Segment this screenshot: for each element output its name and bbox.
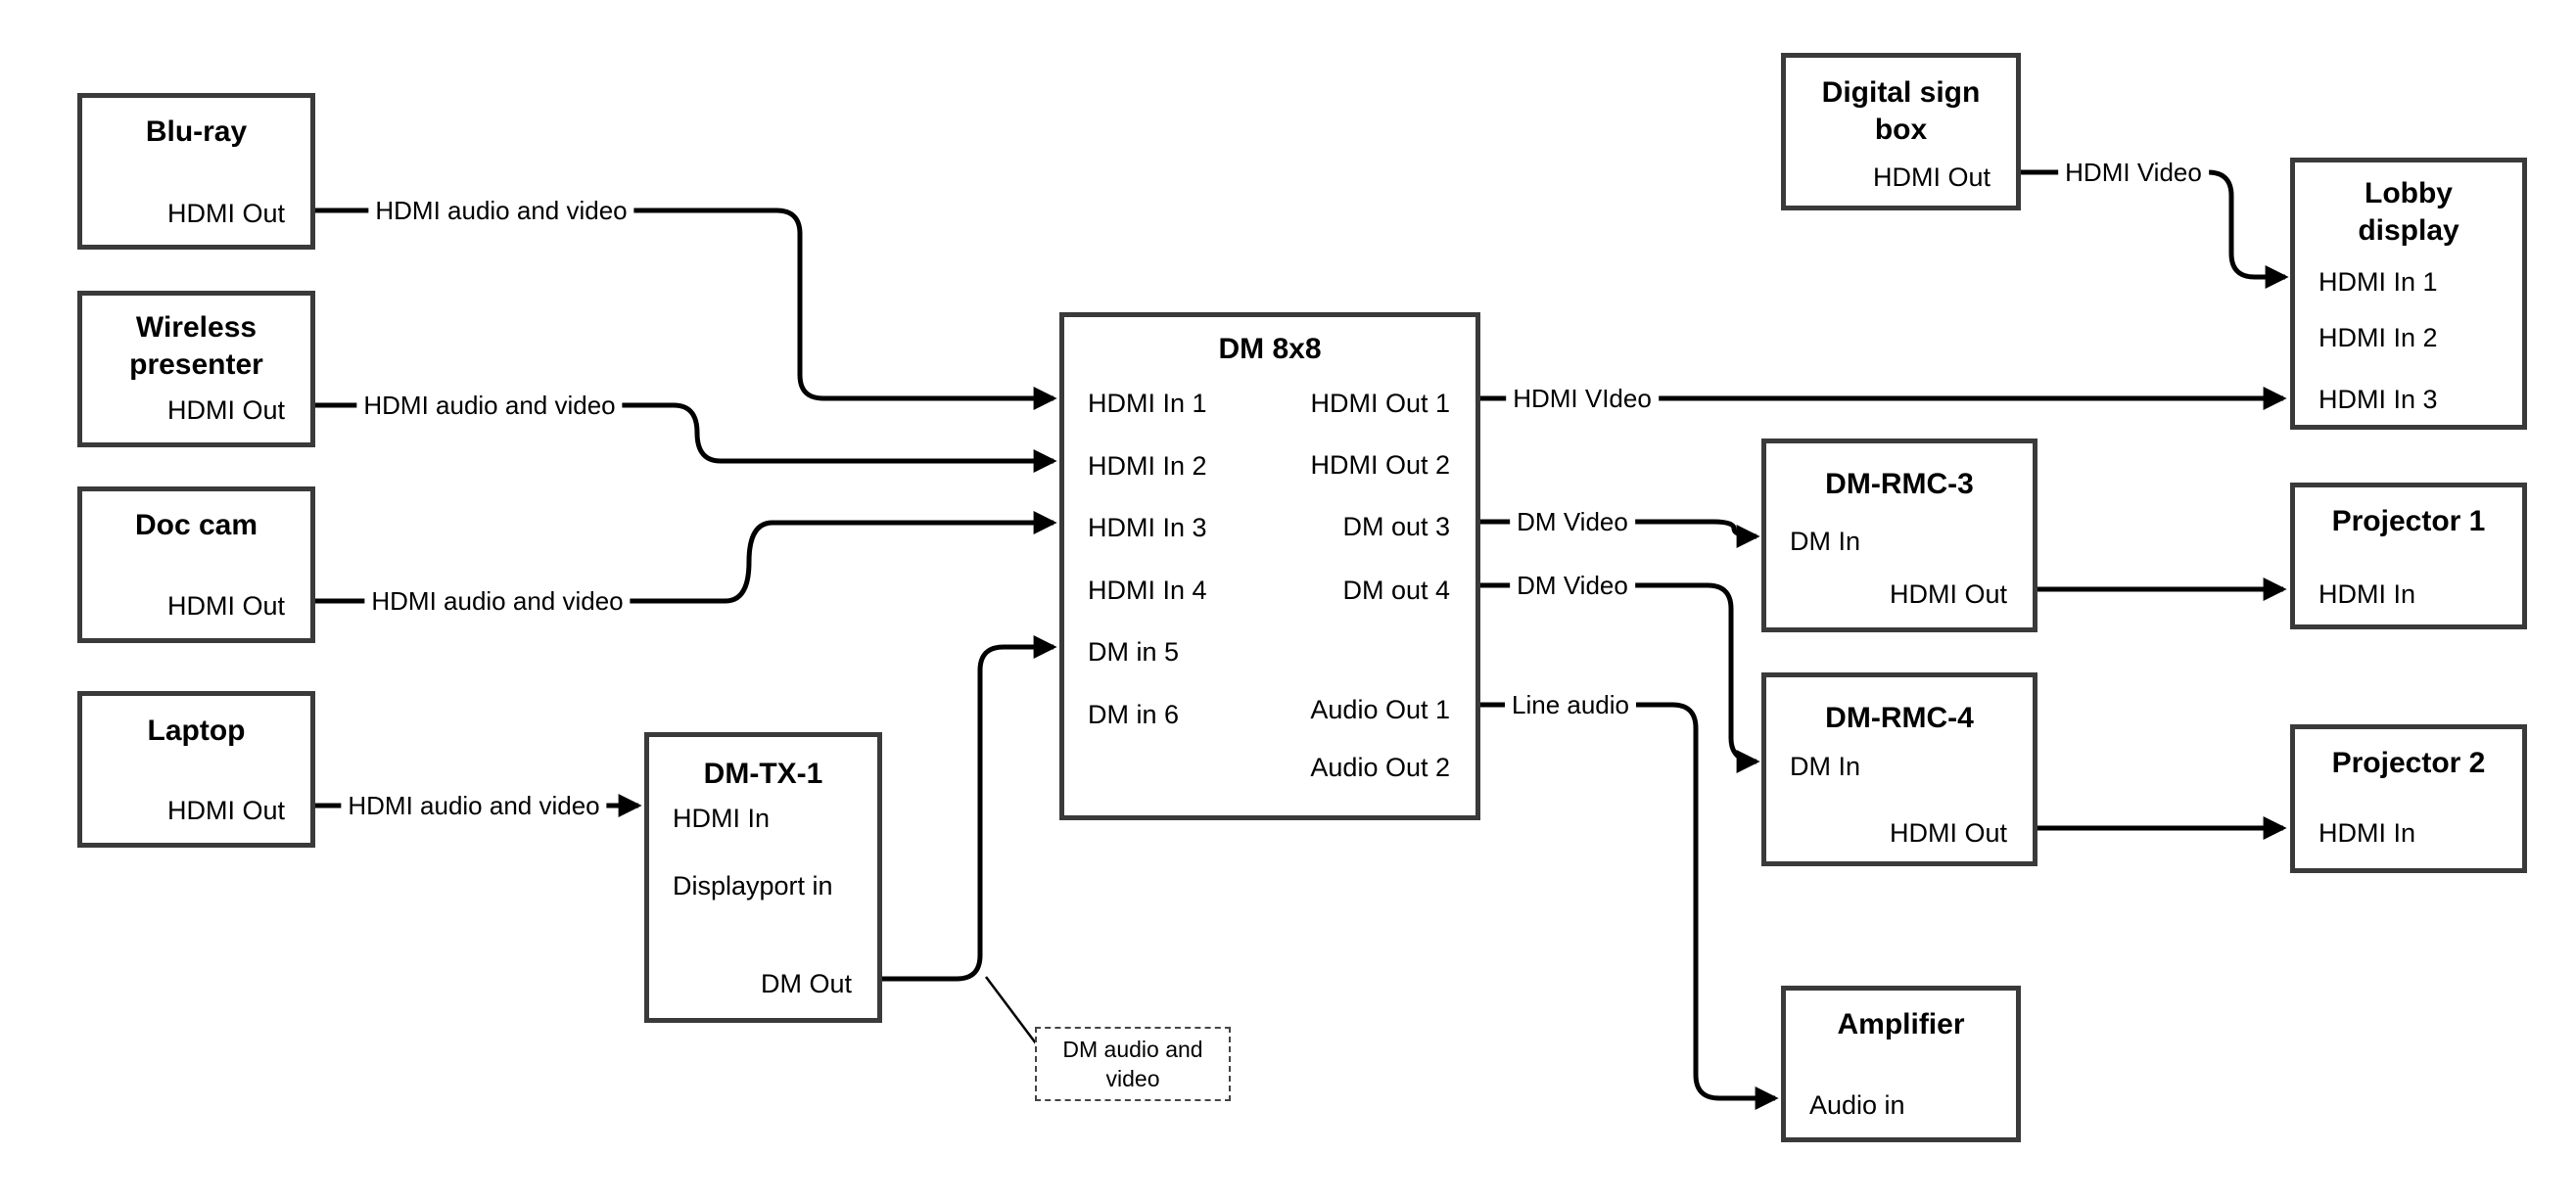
node-dm-rmc-4[interactable]: DM-RMC-4 DM In HDMI Out (1761, 672, 2037, 866)
port-projector1-hdmi-in: HDMI In (2318, 579, 2416, 609)
port-dm8x8-audio-out-2: Audio Out 2 (1310, 753, 1450, 782)
port-dm8x8-dm-in-6: DM in 6 (1088, 700, 1180, 729)
port-dm8x8-hdmi-in-3: HDMI In 3 (1088, 513, 1207, 542)
node-title: Digital sign box (1821, 76, 1981, 146)
port-projector2-hdmi-in: HDMI In (2318, 818, 2416, 848)
node-title: Doc cam (134, 509, 258, 541)
node-title: Laptop (147, 715, 246, 747)
node-title: Amplifier (1837, 1008, 1965, 1040)
node-digital-sign-box[interactable]: Digital sign box HDMI Out (1781, 53, 2021, 210)
wire-label-hdmi-video-lobby: HDMI VIdeo (1506, 383, 1659, 414)
port-dmtx1-hdmi-in: HDMI In (673, 804, 771, 833)
wire-label-bluray: HDMI audio and video (368, 195, 634, 226)
port-rmc3-hdmi-out: HDMI Out (1889, 579, 2007, 609)
wire-doccam-to-dm8x8-hdmi-in-3 (315, 510, 1057, 604)
port-lobby-hdmi-in-2: HDMI In 2 (2318, 323, 2438, 352)
wire-wireless-to-dm8x8-hdmi-in-2 (315, 402, 1057, 474)
node-title: Projector 2 (2331, 747, 2486, 779)
wire-label-doccam: HDMI audio and video (364, 585, 631, 617)
node-lobby-display[interactable]: Lobby display HDMI In 1 HDMI In 2 HDMI I… (2290, 158, 2527, 430)
wire-label-dm-video-3: DM Video (1510, 506, 1635, 537)
node-dm-tx-1[interactable]: DM-TX-1 HDMI In Displayport in DM Out (644, 732, 882, 1023)
node-title: Lobby display (2358, 177, 2459, 247)
wire-label-laptop: HDMI audio and video (341, 790, 607, 821)
node-title: Blu-ray (145, 115, 248, 148)
port-dm8x8-dm-in-5: DM in 5 (1088, 637, 1180, 667)
wire-dm8x8-audioout1-to-amplifier (1480, 702, 1779, 1111)
note-leader-line (985, 976, 1037, 1044)
wire-bluray-to-dm8x8-hdmi-in-1 (315, 208, 1057, 411)
port-lobby-hdmi-in-1: HDMI In 1 (2318, 267, 2438, 297)
port-rmc4-hdmi-out: HDMI Out (1889, 818, 2007, 848)
node-projector-2[interactable]: Projector 2 HDMI In (2290, 724, 2527, 873)
node-dm-rmc-3[interactable]: DM-RMC-3 DM In HDMI Out (1761, 439, 2037, 632)
wire-dmtx1-dmout-to-dm8x8-dm-in-5 (882, 634, 1057, 982)
port-dm8x8-hdmi-in-2: HDMI In 2 (1088, 451, 1207, 481)
wire-digitalsign-to-lobby-hdmi-in-1 (2021, 169, 2289, 290)
port-dm8x8-hdmi-out-1: HDMI Out 1 (1310, 389, 1450, 418)
port-dmtx1-displayport-in: Displayport in (673, 871, 833, 901)
node-title: DM 8x8 (1218, 333, 1322, 365)
node-amplifier[interactable]: Amplifier Audio in (1781, 986, 2021, 1142)
node-title: DM-RMC-3 (1825, 468, 1974, 500)
node-title: DM-RMC-4 (1825, 702, 1974, 734)
wire-label-line-audio: Line audio (1505, 689, 1636, 720)
port-doccam-hdmi-out: HDMI Out (166, 591, 285, 621)
port-rmc3-dm-in: DM In (1790, 527, 1861, 556)
node-bluray[interactable]: Blu-ray HDMI Out (77, 93, 315, 250)
wire-label-hdmi-video-sign: HDMI Video (2058, 157, 2209, 188)
node-title: Projector 1 (2331, 505, 2486, 537)
node-title: DM-TX-1 (703, 758, 823, 790)
port-dm8x8-hdmi-in-1: HDMI In 1 (1088, 389, 1207, 418)
port-digitalsign-hdmi-out: HDMI Out (1872, 162, 1991, 192)
port-dmtx1-dm-out: DM Out (760, 969, 852, 998)
port-wireless-hdmi-out: HDMI Out (166, 395, 285, 425)
port-laptop-hdmi-out: HDMI Out (166, 796, 285, 825)
node-doc-cam[interactable]: Doc cam HDMI Out (77, 486, 315, 643)
note-text: DM audio and video (1062, 1037, 1203, 1091)
node-projector-1[interactable]: Projector 1 HDMI In (2290, 483, 2527, 629)
port-dm8x8-dm-out-4: DM out 4 (1342, 576, 1450, 605)
wire-dm8x8-dmout4-to-rmc4-dm-in (1480, 582, 1760, 773)
port-lobby-hdmi-in-3: HDMI In 3 (2318, 385, 2438, 414)
port-dm8x8-dm-out-3: DM out 3 (1342, 512, 1450, 541)
port-bluray-hdmi-out: HDMI Out (166, 199, 285, 228)
port-dm8x8-hdmi-in-4: HDMI In 4 (1088, 576, 1207, 605)
port-amplifier-audio-in: Audio in (1809, 1090, 1905, 1120)
port-dm8x8-audio-out-1: Audio Out 1 (1310, 695, 1450, 724)
note-dm-audio-and-video[interactable]: DM audio and video (1035, 1027, 1231, 1101)
node-laptop[interactable]: Laptop HDMI Out (77, 691, 315, 848)
wire-label-wireless: HDMI audio and video (356, 390, 623, 421)
wire-dm8x8-dmout3-to-rmc3-dm-in (1480, 519, 1760, 548)
port-dm8x8-hdmi-out-2: HDMI Out 2 (1310, 450, 1450, 480)
wire-label-dm-video-4: DM Video (1510, 570, 1635, 601)
port-rmc4-dm-in: DM In (1790, 752, 1861, 781)
node-dm-8x8[interactable]: DM 8x8 HDMI In 1 HDMI In 2 HDMI In 3 HDM… (1059, 312, 1480, 820)
node-wireless-presenter[interactable]: Wireless presenter HDMI Out (77, 291, 315, 447)
node-title: Wireless presenter (129, 311, 263, 381)
